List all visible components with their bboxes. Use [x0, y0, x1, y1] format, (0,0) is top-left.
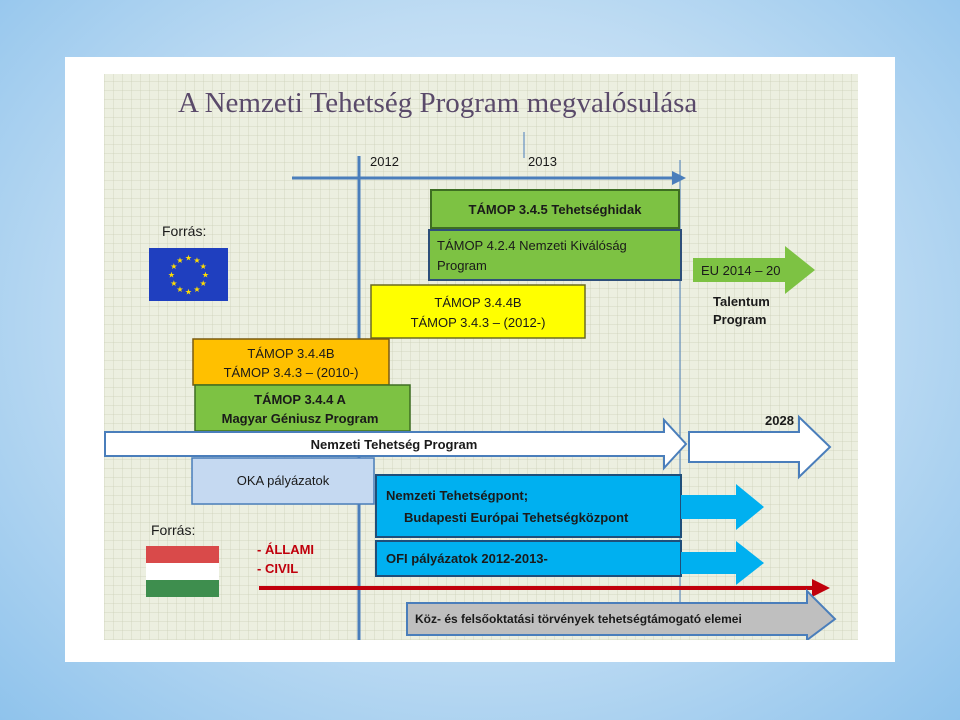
red-timeline-arrowhead — [812, 579, 830, 597]
page-title: A Nemzeti Tehetség Program megvalósulása — [178, 87, 697, 119]
ntp-arrow-label: Nemzeti Tehetség Program — [311, 437, 478, 452]
box-oka-label: OKA pályázatok — [237, 473, 330, 488]
box-kivalosag-line2: Program — [437, 258, 487, 273]
year-2013-label: 2013 — [528, 154, 557, 169]
box-magyar-genius-line1: TÁMOP 3.4.4 A — [254, 392, 346, 407]
eu-star-icon: ★ — [200, 262, 207, 271]
box-ofi — [375, 540, 682, 577]
source-eu-label: Forrás: — [162, 223, 206, 239]
eu-star-icon: ★ — [200, 279, 207, 288]
source-hu-label: Forrás: — [151, 522, 195, 538]
hu-flag-green — [146, 580, 219, 597]
eu-star-icon: ★ — [176, 285, 183, 294]
box-tehetseghidak — [430, 189, 680, 229]
box-tehetseghidak-label: TÁMOP 3.4.5 Tehetséghidak — [469, 202, 643, 217]
box-tamop-2010-line2: TÁMOP 3.4.3 – (2010-) — [224, 365, 359, 380]
box-tehetsegpont-line2: Budapesti Európai Tehetségközpont — [404, 510, 629, 525]
eu-star-icon: ★ — [176, 256, 183, 265]
slide-canvas: A Nemzeti Tehetség Program megvalósulása… — [104, 74, 858, 640]
top-timeline-arrowhead — [672, 171, 686, 185]
tehetsegpont-arrow — [681, 484, 764, 530]
arrow-2028-label: 2028 — [765, 413, 794, 428]
box-tehetsegpont-line1: Nemzeti Tehetségpont; — [386, 488, 528, 503]
ntp-arrow — [104, 417, 688, 471]
box-tamop-2012-line2: TÁMOP 3.4.3 – (2012-) — [411, 315, 546, 330]
eu-2014-20-arrow — [693, 246, 815, 294]
talentum-line2: Program — [713, 312, 766, 327]
eu-star-icon: ★ — [185, 254, 192, 263]
eu-flag-stars: ★★★★★★★★★★★★ — [168, 254, 209, 297]
timeline-diagram: A Nemzeti Tehetség Program megvalósulása… — [104, 87, 837, 640]
year-2012-label: 2012 — [370, 154, 399, 169]
box-tamop-2012 — [370, 284, 586, 339]
box-tamop-2010-line1: TÁMOP 3.4.4B — [247, 346, 334, 361]
hu-flag-red — [146, 546, 219, 563]
talentum-line1: Talentum — [713, 294, 770, 309]
ofi-arrow — [681, 541, 764, 585]
eu-star-icon: ★ — [193, 256, 200, 265]
legend-allami: - ÁLLAMI — [257, 542, 314, 557]
box-kivalosag — [428, 229, 682, 281]
eu-star-icon: ★ — [185, 288, 192, 297]
box-tehetsegpont — [375, 474, 682, 538]
eu-star-icon: ★ — [170, 279, 177, 288]
box-ofi-label: OFI pályázatok 2012-2013- — [386, 551, 548, 566]
box-kivalosag-line1: TÁMOP 4.2.4 Nemzeti Kiválóság — [437, 238, 627, 253]
box-tamop-2012-line1: TÁMOP 3.4.4B — [434, 295, 521, 310]
arrow-2028 — [688, 414, 832, 480]
legend-civil: - CIVIL — [257, 561, 298, 576]
hu-flag-white — [146, 563, 219, 580]
box-oka — [191, 457, 375, 505]
box-magyar-genius-line2: Magyar Géniusz Program — [222, 411, 379, 426]
eu-star-icon: ★ — [168, 271, 175, 280]
eu-flag — [149, 248, 228, 301]
box-tamop-2010 — [192, 338, 390, 386]
box-magyar-genius — [194, 384, 411, 432]
eu-star-icon: ★ — [202, 271, 209, 280]
law-arrow — [406, 588, 837, 640]
eu-star-icon: ★ — [193, 285, 200, 294]
eu-2014-20-label: EU 2014 – 20 — [701, 263, 781, 278]
law-arrow-label: Köz- és felsőoktatási törvények tehetség… — [415, 612, 742, 626]
eu-star-icon: ★ — [170, 262, 177, 271]
